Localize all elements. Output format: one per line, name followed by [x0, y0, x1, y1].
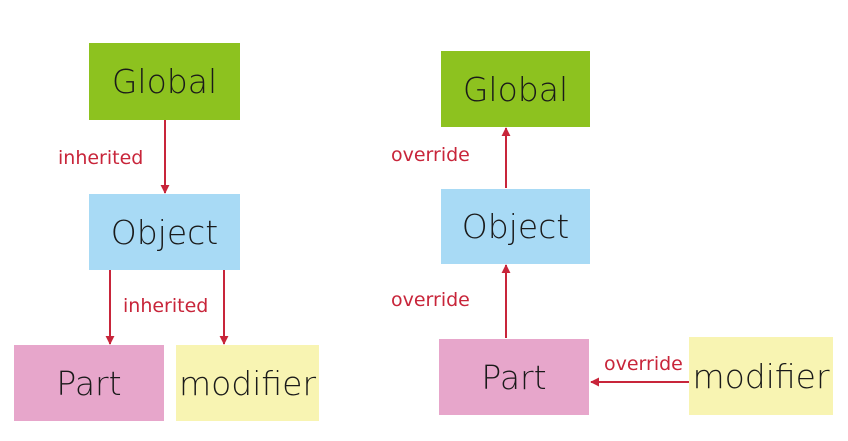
- right-edge-label-modifier-part: override: [604, 353, 683, 375]
- left-object-node: Object: [89, 194, 240, 270]
- left-part-node: Part: [14, 345, 164, 421]
- right-object-label: Object: [461, 207, 570, 246]
- right-part-label: Part: [481, 357, 547, 397]
- right-global-label: Global: [462, 69, 569, 109]
- left-modifier-label: modifier: [178, 363, 317, 403]
- right-modifier-label: modifier: [692, 356, 830, 396]
- right-edge-label-object-global: override: [391, 144, 470, 166]
- left-global-label: Global: [111, 62, 218, 101]
- left-edge-label-object-children: inherited: [123, 295, 209, 317]
- left-edge-label-global-object: inherited: [58, 147, 144, 169]
- right-modifier-node: modifier: [689, 337, 833, 415]
- left-part-label: Part: [56, 363, 122, 403]
- left-modifier-node: modifier: [176, 345, 319, 421]
- left-global-node: Global: [89, 43, 240, 120]
- left-object-label: Object: [110, 212, 219, 252]
- right-object-node: Object: [441, 189, 590, 264]
- right-global-node: Global: [441, 51, 590, 127]
- right-part-node: Part: [439, 339, 589, 415]
- right-edge-label-part-object: override: [391, 289, 470, 311]
